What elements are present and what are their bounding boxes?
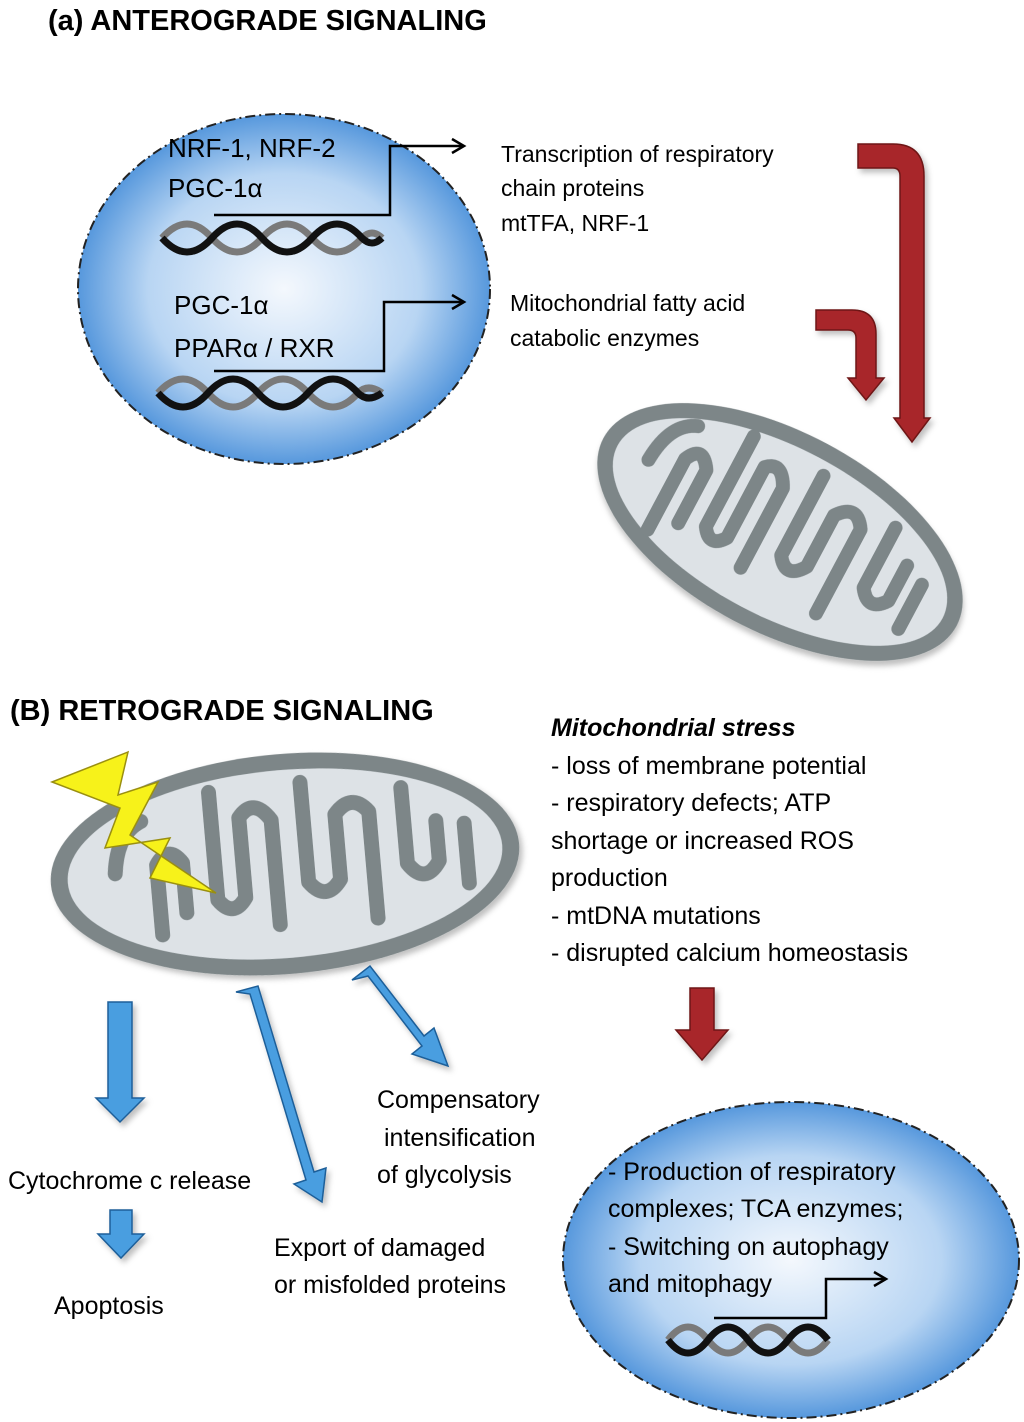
output-fatty-acid-line2: catabolic enzymes — [510, 325, 699, 351]
nucleus-response-line1: - Production of respiratory — [608, 1158, 896, 1186]
blue-arrow-cytochrome-icon — [94, 1001, 146, 1124]
stress-item-1: - loss of membrane potential — [551, 752, 866, 780]
anterograde-nucleus — [77, 113, 491, 465]
stress-item-2: - respiratory defects; ATP — [551, 789, 831, 817]
stress-item-5: - mtDNA mutations — [551, 902, 761, 930]
red-arrow-fatty-acid-icon — [815, 309, 886, 402]
dna-helix-retrograde-icon — [665, 1323, 831, 1357]
nucleus-response-line3: - Switching on autophagy — [608, 1233, 889, 1261]
outcome-export-line2: or misfolded proteins — [274, 1271, 506, 1299]
nucleus-response-line2: complexes; TCA enzymes; — [608, 1195, 903, 1223]
output-fatty-acid-line1: Mitochondrial fatty acid — [510, 290, 745, 316]
outcome-apoptosis: Apoptosis — [54, 1292, 164, 1320]
transcription-arrow-lower-icon — [214, 293, 467, 373]
stress-item-4: production — [551, 864, 668, 892]
output-respiratory-line3: mtTFA, NRF-1 — [501, 210, 649, 236]
outcome-export-line1: Export of damaged — [274, 1234, 485, 1262]
outcome-glycolysis-line1: Compensatory — [377, 1086, 540, 1114]
dna-helix-upper-icon — [159, 220, 385, 256]
outcome-glycolysis-line2: intensification — [384, 1124, 535, 1152]
retrograde-nucleus — [562, 1101, 1020, 1419]
stress-item-6: - disrupted calcium homeostasis — [551, 939, 908, 967]
nucleus-factor-ppar: PPARα / RXR — [174, 333, 334, 363]
dna-helix-lower-icon — [155, 375, 385, 411]
red-arrow-respiratory-icon — [857, 143, 932, 444]
outcome-cytochrome: Cytochrome c release — [8, 1167, 251, 1195]
lightning-bolt-icon — [49, 750, 217, 894]
mitochondrion-retrograde-icon — [50, 752, 520, 976]
transcription-arrow-retrograde-icon — [714, 1270, 889, 1320]
output-respiratory-line2: chain proteins — [501, 175, 644, 201]
nucleus-factor-pgc-upper: PGC-1α — [168, 173, 263, 203]
output-respiratory-line1: Transcription of respiratory — [501, 141, 774, 167]
blue-arrow-export-icon — [235, 985, 327, 1204]
blue-arrow-glycolysis-icon — [351, 964, 450, 1068]
retrograde-title: (B) RETROGRADE SIGNALING — [10, 695, 434, 727]
outcome-glycolysis-line3: of glycolysis — [377, 1161, 512, 1189]
stress-heading: Mitochondrial stress — [551, 714, 796, 742]
blue-arrow-apoptosis-icon — [96, 1209, 146, 1260]
stress-item-3: shortage or increased ROS — [551, 827, 854, 855]
red-arrow-down-icon — [674, 987, 730, 1062]
anterograde-title: (a) ANTEROGRADE SIGNALING — [48, 5, 487, 37]
nucleus-factor-nrf: NRF-1, NRF-2 — [168, 133, 336, 163]
nucleus-response-line4: and mitophagy — [608, 1270, 773, 1298]
nucleus-factor-pgc-lower: PGC-1α — [174, 290, 269, 320]
mitochondrion-anterograde-icon — [597, 403, 963, 661]
transcription-arrow-upper-icon — [214, 137, 467, 217]
